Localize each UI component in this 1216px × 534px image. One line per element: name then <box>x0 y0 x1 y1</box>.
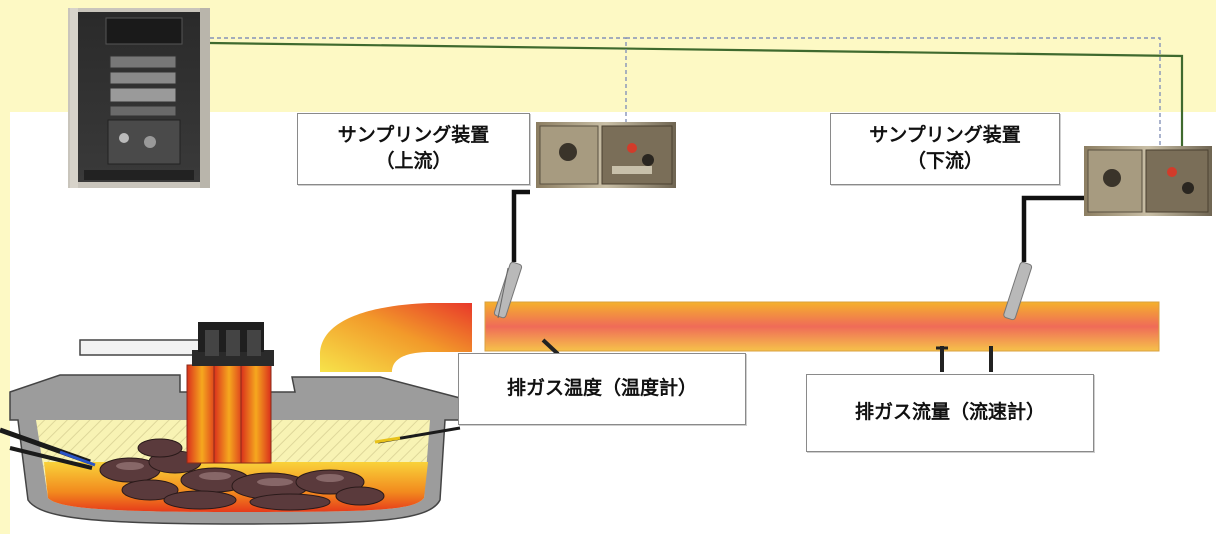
sampling-probe-downstream <box>1003 195 1086 321</box>
exhaust-duct <box>484 301 1160 352</box>
gas-temperature-label: 排ガス温度（温度計） <box>458 353 746 425</box>
duct-elbow <box>320 303 472 372</box>
analyzer-cabinet-photo-icon <box>68 8 210 188</box>
sampler-upstream-label: サンプリング装置 （上流） <box>297 113 530 185</box>
sampler-downstream-label-line2: （下流） <box>906 150 983 172</box>
left-background-strip <box>0 0 10 534</box>
arc-furnace-icon <box>0 322 461 525</box>
sampler-upstream-label-line1: サンプリング装置 <box>337 124 490 147</box>
gas-flow-label: 排ガス流量（流速計） <box>806 374 1094 452</box>
sampler-upstream-label-line2: （上流） <box>375 150 452 172</box>
gas-flow-label-text: 排ガス流量（流速計） <box>854 401 1045 424</box>
gas-temperature-label-text: 排ガス温度（温度計） <box>506 377 697 400</box>
sampling-probe-upstream <box>493 189 530 319</box>
sampling-unit-upstream-photo-icon <box>536 122 676 188</box>
dashed-line-upstream <box>210 37 627 124</box>
solid-cable-line <box>209 41 1184 146</box>
signal-lines <box>209 37 1184 146</box>
sampler-downstream-label: サンプリング装置 （下流） <box>830 113 1060 185</box>
thermometer-probe-icon <box>541 338 560 356</box>
sampler-downstream-label-line1: サンプリング装置 <box>869 124 1021 147</box>
sampling-unit-downstream-photo-icon <box>1084 146 1212 216</box>
dashed-line-downstream <box>626 37 1161 146</box>
